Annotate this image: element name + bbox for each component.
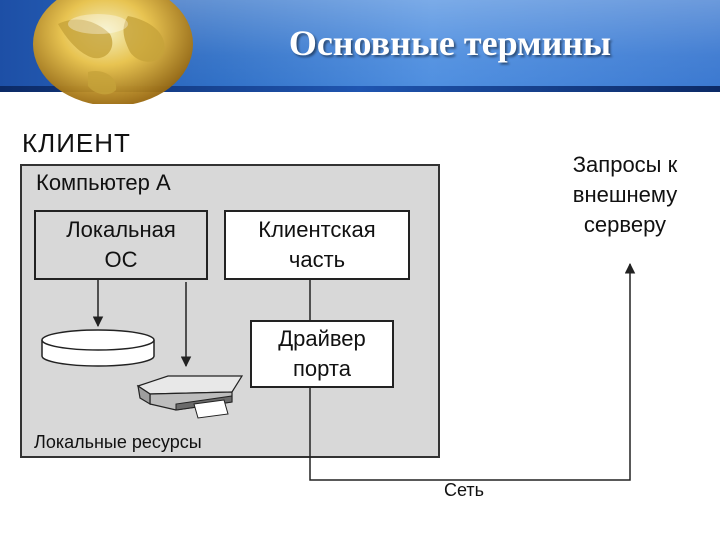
requests-label: Запросы к внешнему серверу [572,152,678,237]
printer-icon [136,375,244,419]
network-label: Сеть [444,480,485,500]
slide-title: Основные термины [288,23,612,63]
port-driver-label: Драйвер порта [278,326,366,381]
port-driver-box: Драйвер порта [250,320,394,388]
header-sheen [150,0,720,92]
client-label: КЛИЕНТ [22,128,131,158]
globe-logo-icon [33,0,193,104]
computer-label: Компьютер А [36,170,171,195]
local-os-label: Локальная ОС [66,217,176,272]
client-part-label: Клиентская часть [258,217,376,272]
local-resources-label: Локальные ресурсы [34,432,202,452]
disk-icon [41,329,155,367]
slide-header [0,0,720,92]
network-line [309,262,636,481]
header-stripe [0,86,720,92]
local-os-box: Локальная ОС [34,210,208,280]
client-part-box: Клиентская часть [224,210,410,280]
